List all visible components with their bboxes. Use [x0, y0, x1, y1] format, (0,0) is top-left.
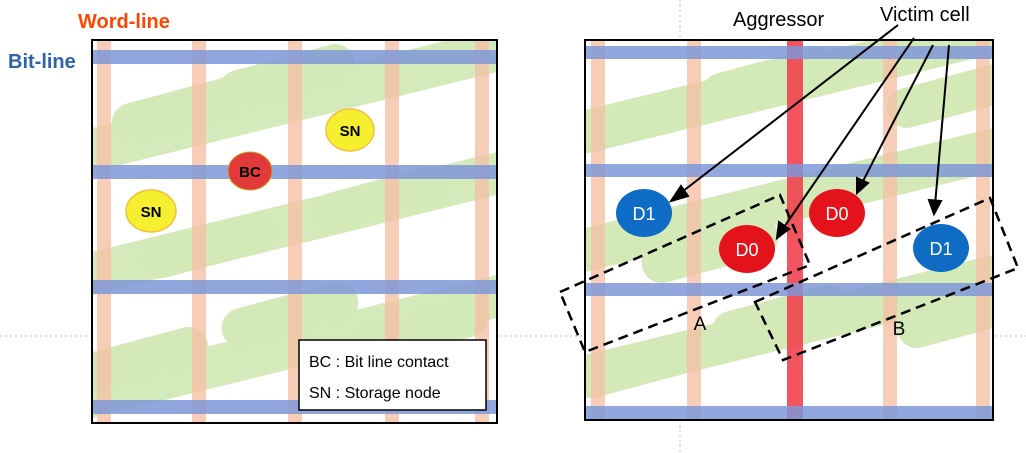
bit-lines-right — [585, 46, 993, 419]
victim-cell-label: Victim cell — [880, 4, 970, 26]
active-area-pills-right — [585, 47, 993, 398]
cell-d0-middle: D0 — [719, 225, 775, 273]
cell-d1-right: D1 — [913, 224, 969, 272]
bit-lines — [92, 50, 497, 414]
storage-node-top: SN — [325, 108, 375, 152]
left-array-panel: BC SN SN BC : Bit line contact SN : Stor… — [91, 39, 498, 424]
bc-label: BC — [239, 164, 261, 181]
word-lines — [97, 40, 489, 423]
sn-left-label: SN — [141, 204, 162, 221]
bit-line-contact: BC — [227, 151, 273, 191]
right-array-panel: A B D1 D0 D0 D1 — [558, 24, 1020, 421]
legend-line-sn: SN : Storage node — [309, 385, 441, 402]
storage-node-left: SN — [125, 189, 177, 233]
cell-d0-right: D0 — [809, 189, 865, 237]
victim-arrows — [668, 24, 950, 241]
legend-line-bc: BC : Bit line contact — [309, 354, 449, 371]
region-a-label: A — [694, 314, 707, 335]
cell-d1-right-label: D1 — [929, 239, 952, 259]
word-line-label: Word-line — [78, 11, 170, 33]
region-a-outline — [558, 193, 812, 354]
left-panel-border — [91, 39, 498, 424]
cell-d1-left: D1 — [616, 189, 672, 237]
aggressor-label: Aggressor — [733, 9, 824, 31]
sn-top-label: SN — [340, 123, 361, 140]
bit-line-label: Bit-line — [8, 51, 76, 73]
cell-d0-right-label: D0 — [825, 204, 848, 224]
cell-d1-left-label: D1 — [632, 204, 655, 224]
right-panel-border — [584, 39, 994, 421]
cell-d0-middle-label: D0 — [735, 240, 758, 260]
region-b-label: B — [893, 319, 906, 340]
legend-box: BC : Bit line contact SN : Storage node — [298, 339, 487, 411]
